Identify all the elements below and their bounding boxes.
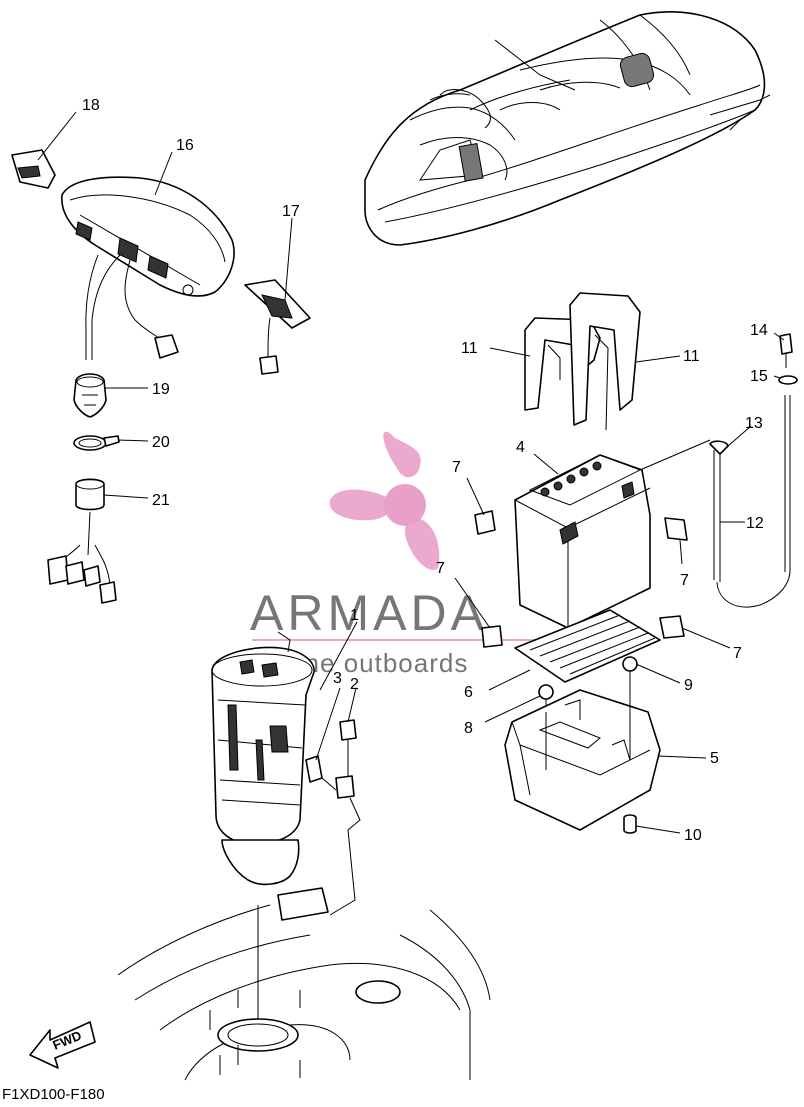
- callout-13: 13: [745, 415, 763, 432]
- callout-16: 16: [176, 137, 194, 154]
- watercraft-hull-drawing: [364, 11, 771, 246]
- meter-assembly-drawing: [11, 149, 311, 604]
- watermark-propeller-logo: [329, 431, 440, 571]
- callout-14: 14: [750, 322, 768, 339]
- watermark-brand: ARMADA: [250, 585, 488, 641]
- callout-15: 15: [750, 368, 768, 385]
- callout-19: 19: [152, 381, 170, 398]
- callout-11-right: 11: [683, 348, 700, 365]
- battery-group-drawing: [474, 292, 798, 834]
- callout-7-lower-left: 7: [436, 560, 445, 577]
- hull-deck-drawing: [117, 904, 491, 1081]
- fuel-pump-drawing: [211, 631, 361, 1030]
- diagram-code: F1XD100-F180: [2, 1086, 105, 1103]
- callout-20: 20: [152, 434, 170, 451]
- callout-2: 2: [350, 676, 359, 693]
- callout-9: 9: [684, 677, 693, 694]
- callout-5: 5: [710, 750, 719, 767]
- callout-7-right: 7: [680, 572, 689, 589]
- callout-11-left: 11: [461, 340, 478, 357]
- callout-18: 18: [82, 97, 100, 114]
- callout-4: 4: [516, 439, 525, 456]
- fwd-arrow-icon: FWD: [29, 1021, 96, 1069]
- callout-8: 8: [464, 720, 473, 737]
- callout-17: 17: [282, 203, 300, 220]
- callout-12: 12: [746, 515, 764, 532]
- callout-numbers: 18 16 17 19 20 21 11 11 14 15 13 4 7 12 …: [82, 97, 768, 844]
- leader-lines: [37, 111, 785, 834]
- callout-10: 10: [684, 827, 702, 844]
- watermark: ARMADA marine outboards: [250, 431, 550, 678]
- callout-21: 21: [152, 492, 170, 509]
- callout-1: 1: [350, 607, 359, 624]
- callout-3: 3: [333, 670, 342, 687]
- callout-7-upper-left: 7: [452, 459, 461, 476]
- callout-6: 6: [464, 684, 473, 701]
- callout-7-lower-right: 7: [733, 645, 742, 662]
